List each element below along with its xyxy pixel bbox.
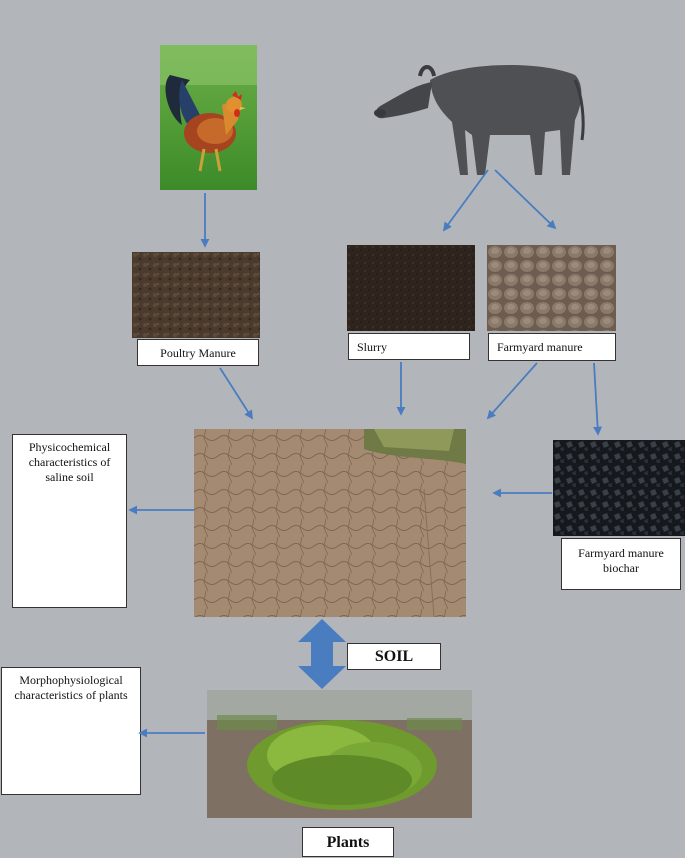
arrow-farmyard-to-soil <box>488 363 537 418</box>
arrow-farmyard-to-biochar <box>594 363 598 434</box>
double-arrow-soil-plants <box>298 619 346 689</box>
arrow-buffalo-to-farmyard <box>495 170 555 228</box>
arrow-poultry-to-soil <box>220 368 252 418</box>
arrow-buffalo-to-slurry <box>444 170 488 230</box>
